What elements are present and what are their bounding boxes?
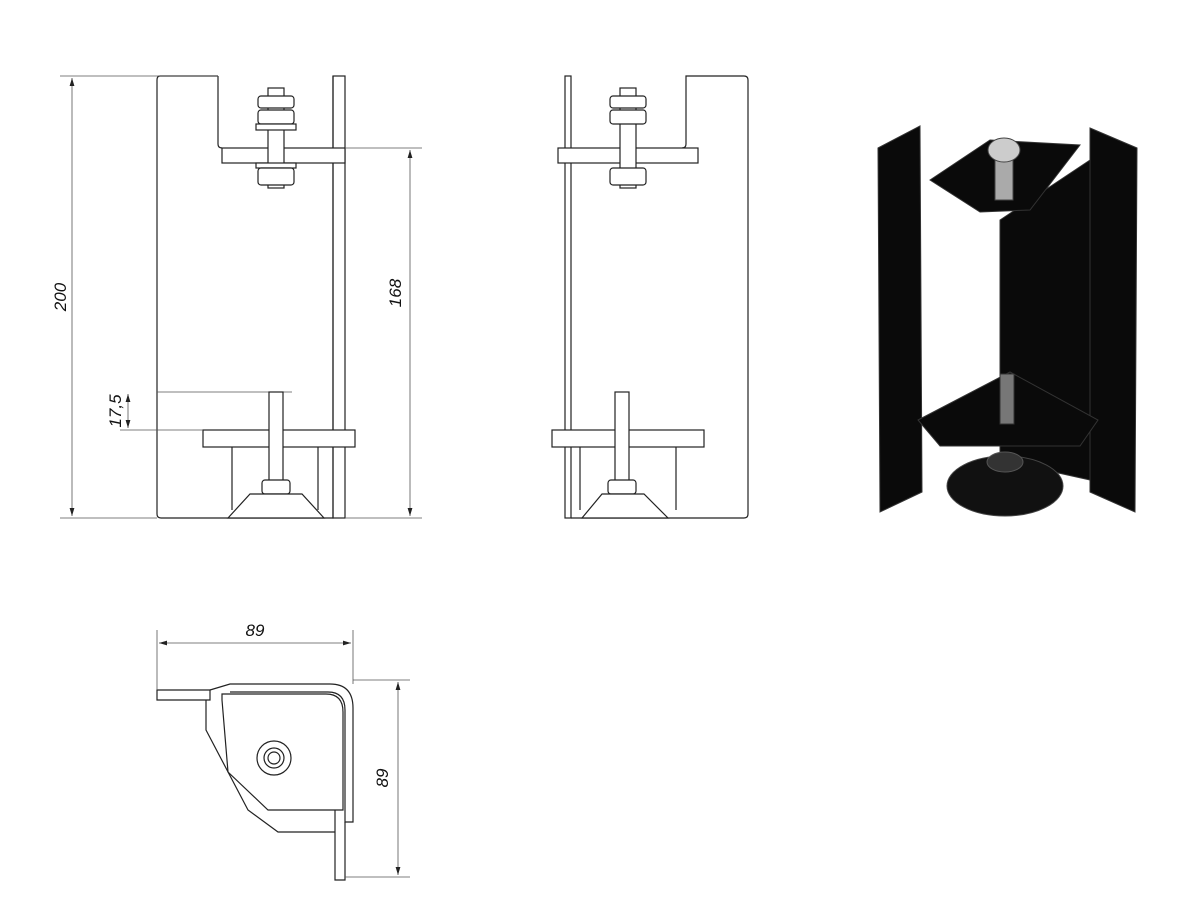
- dim-depth-89: 89: [373, 768, 392, 787]
- top-bolt: [255, 87, 297, 189]
- isometric-view: [877, 125, 1138, 517]
- dim-width-89: 89: [246, 621, 265, 640]
- bottom-bolt: [226, 391, 326, 519]
- dim-17-5: 17,5: [106, 394, 125, 428]
- dim-200: 200: [51, 282, 70, 312]
- front-view: 200 168 17,5: [51, 75, 422, 519]
- dim-168: 168: [386, 278, 405, 307]
- top-view: 89 89: [156, 621, 410, 881]
- side-view: [551, 75, 749, 519]
